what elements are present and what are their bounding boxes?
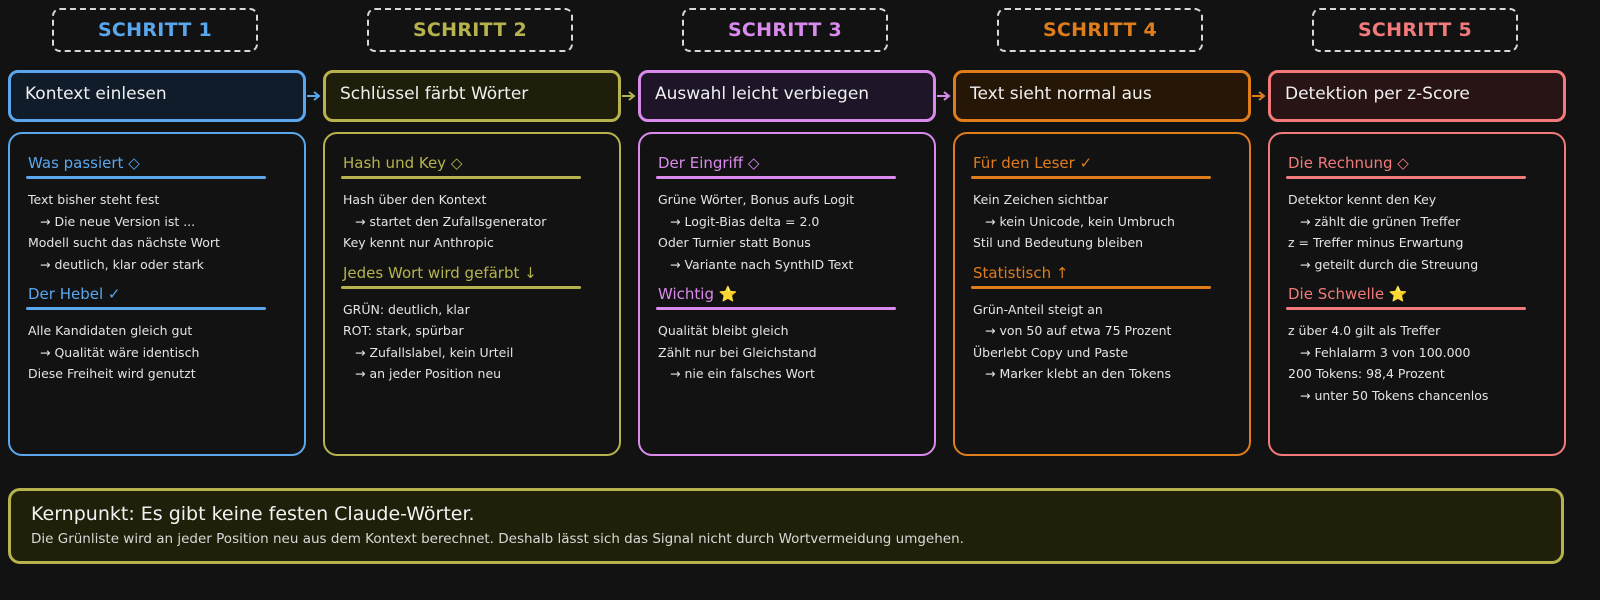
step-header-1: Kontext einlesen [8,70,306,122]
step-header-3: Auswahl leicht verbiegen [638,70,936,122]
detail-line: → zählt die grünen Treffer [1300,213,1461,229]
step-header-text: Auswahl leicht verbiegen [655,84,870,104]
section-underline [341,176,581,179]
bullet-line: GRÜN: deutlich, klar [343,301,470,317]
bullet-line: Stil und Bedeutung bleiben [973,235,1144,250]
bullet-line: Grün-Anteil steigt an [973,301,1103,317]
bullet-line: Modell sucht das nächste Wort [28,235,220,250]
section-title: Für den Leser ✓ [973,154,1093,172]
step-header-4: Text sieht normal aus [953,70,1251,122]
bullet-line: Qualität bleibt gleich [658,323,789,338]
section-underline [656,307,896,310]
step-label-3: SCHRITT 3 [682,8,888,52]
bullet-line: z über 4.0 gilt als Treffer [1288,323,1441,338]
step-card-4: Für den Leser ✓ Kein Zeichen sichtbar → ke… [953,132,1251,456]
step-label-4: SCHRITT 4 [997,8,1203,52]
detail-line: → Zufallslabel, kein Urteil [355,344,514,360]
detail-line: → deutlich, klar oder stark [40,256,204,272]
flow-arrow-icon [307,91,321,101]
detail-line: → an jeder Position neu [355,366,502,381]
bullet-line: Text bisher steht fest [28,192,160,207]
step-header-2: Schlüssel färbt Wörter [323,70,621,122]
section-underline [1286,307,1526,310]
detail-line: → nie ein falsches Wort [670,366,815,381]
key-point-box: Kernpunkt: Es gibt keine festen Claude-W… [8,488,1564,564]
section-title: Was passiert ◇ [28,154,140,172]
key-point-title: Kernpunkt: Es gibt keine festen Claude-W… [31,503,475,525]
bullet-line: 200 Tokens: 98,4 Prozent [1288,366,1445,381]
section-title: Statistisch ↑ [973,263,1069,282]
bullet-line: Detektor kennt den Key [1288,192,1437,207]
step-card-1: Was passiert ◇ Text bisher steht fest → Di… [8,132,306,456]
step-card-5: Die Rechnung ◇ Detektor kennt den Key → zä… [1268,132,1566,456]
section-title: Jedes Wort wird gefärbt ↓ [343,263,537,282]
section-underline [1286,176,1526,179]
step-header-text: Detektion per z-Score [1285,84,1470,104]
flow-arrow-icon [622,91,636,101]
step-label-2: SCHRITT 2 [367,8,573,52]
bullet-line: Grüne Wörter, Bonus aufs Logit [658,192,855,207]
bullet-line: Überlebt Copy und Paste [973,344,1129,360]
section-underline [656,176,896,179]
section-title: Die Schwelle ⭐ [1288,285,1408,303]
flow-arrow-icon [937,91,951,101]
detail-line: → Die neue Version ist ... [40,213,196,229]
step-header-text: Text sieht normal aus [970,84,1152,104]
section-underline [26,176,266,179]
key-point-text: Die Grünliste wird an jeder Position neu… [31,531,964,547]
bullet-line: Key kennt nur Anthropic [343,235,494,250]
step-header-text: Kontext einlesen [25,84,167,104]
section-title: Die Rechnung ◇ [1288,154,1409,172]
detail-line: → unter 50 Tokens chancenlos [1300,387,1489,403]
bullet-line: Alle Kandidaten gleich gut [28,323,193,338]
section-title: Der Eingriff ◇ [658,154,760,172]
step-card-2: Hash und Key ◇ Hash über den Kontext → sta… [323,132,621,456]
section-underline [341,285,581,289]
bullet-line: Oder Turnier statt Bonus [658,235,811,250]
step-label-1: SCHRITT 1 [52,8,258,52]
section-underline [971,176,1211,179]
step-header-5: Detektion per z-Score [1268,70,1566,122]
detail-line: → Marker klebt an den Tokens [985,366,1171,381]
section-title: Wichtig ⭐ [658,285,738,303]
detail-line: → von 50 auf etwa 75 Prozent [985,323,1172,338]
section-title: Hash und Key ◇ [343,154,463,172]
detail-line: → Variante nach SynthID Text [670,256,854,272]
section-underline [971,285,1211,289]
step-header-text: Schlüssel färbt Wörter [340,84,529,104]
bullet-line: Diese Freiheit wird genutzt [28,366,196,381]
section-title: Der Hebel ✓ [28,285,121,303]
bullet-line: z = Treffer minus Erwartung [1288,235,1464,250]
detail-line: → Fehlalarm 3 von 100.000 [1300,344,1471,360]
step-label-5: SCHRITT 5 [1312,8,1518,52]
bullet-line: Kein Zeichen sichtbar [973,192,1109,207]
bullet-line: Hash über den Kontext [343,192,487,207]
flow-arrow-icon [1252,91,1266,101]
detail-line: → Logit-Bias delta = 2.0 [670,213,820,229]
section-underline [26,307,266,310]
detail-line: → startet den Zufallsgenerator [355,213,547,229]
detail-line: → geteilt durch die Streuung [1300,256,1479,272]
detail-line: → kein Unicode, kein Umbruch [985,213,1175,229]
detail-line: → Qualität wäre identisch [40,344,200,360]
bullet-line: Zählt nur bei Gleichstand [658,344,817,360]
step-card-3: Der Eingriff ◇ Grüne Wörter, Bonus aufs L… [638,132,936,456]
bullet-line: ROT: stark, spürbar [343,323,464,338]
